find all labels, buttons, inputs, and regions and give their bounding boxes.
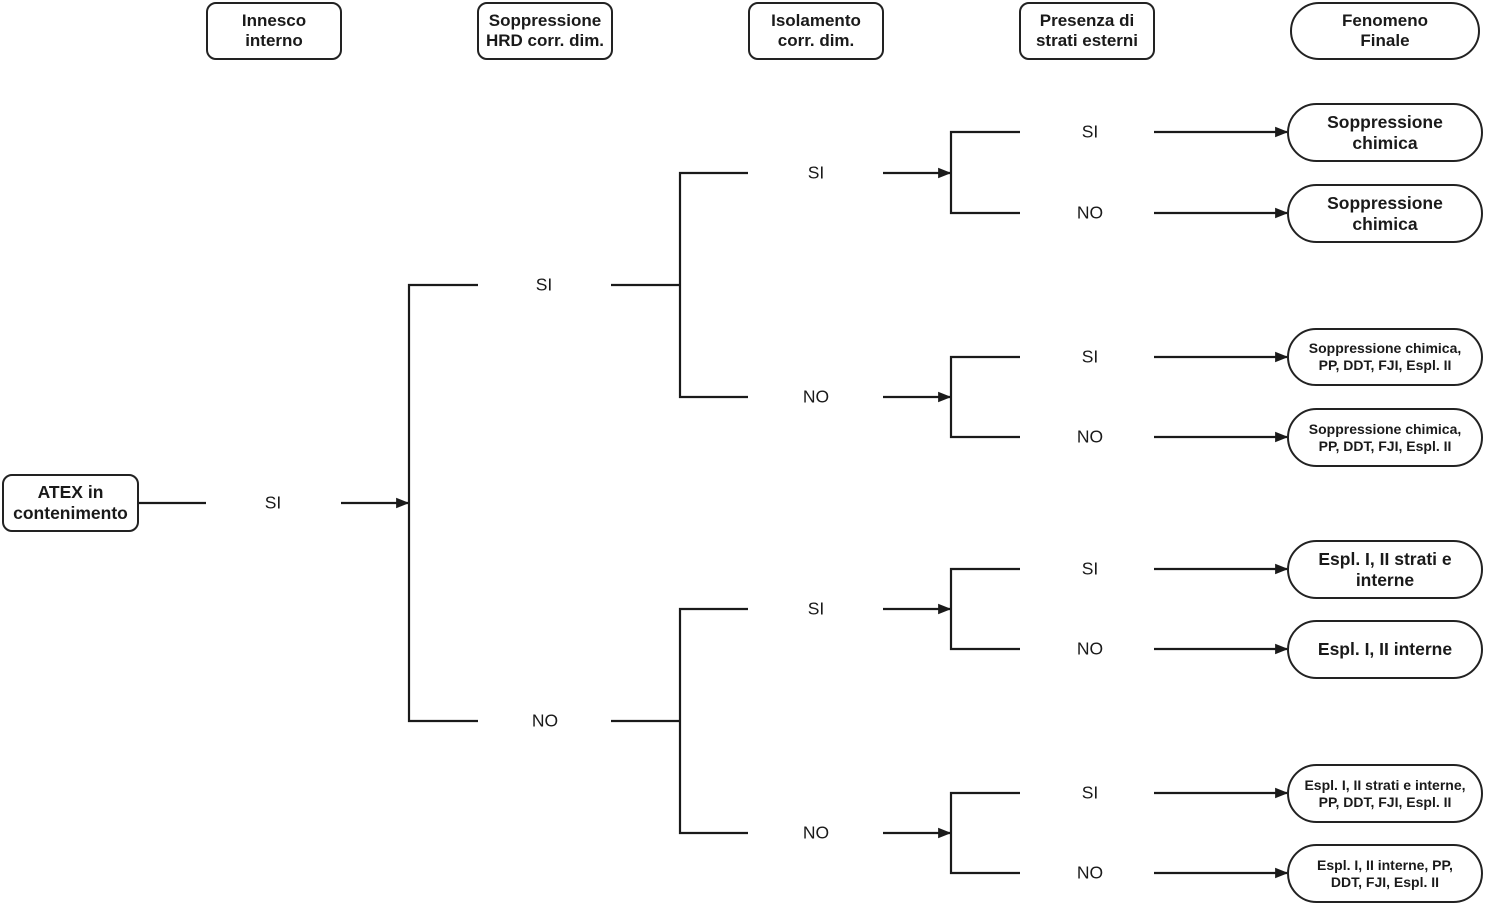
- outcome-node: Espl. I, II strati e interne, PP, DDT, F…: [1287, 764, 1483, 823]
- header-soppressione-hrd: Soppressione HRD corr. dim.: [477, 2, 613, 60]
- label-strati: SI: [1081, 782, 1099, 803]
- label-strati: NO: [1076, 202, 1104, 223]
- outcome-node: Soppressione chimica: [1287, 103, 1483, 162]
- bracket-strati: [949, 355, 1020, 439]
- label-strati: SI: [1081, 346, 1099, 367]
- label-strati: NO: [1076, 426, 1104, 447]
- header-innesco-interno: Innesco interno: [206, 2, 342, 60]
- bracket-iso-top: [678, 171, 748, 399]
- label-innesco-si: SI: [264, 492, 282, 513]
- bracket-hrd: [407, 283, 478, 723]
- bracket-strati: [949, 130, 1020, 215]
- bracket-strati: [949, 791, 1020, 875]
- outcome-node: Espl. I, II interne: [1287, 620, 1483, 679]
- outcome-node: Espl. I, II interne, PP, DDT, FJI, Espl.…: [1287, 844, 1483, 903]
- outcome-node: Espl. I, II strati e interne: [1287, 540, 1483, 599]
- header-strati-esterni: Presenza di strati esterni: [1019, 2, 1155, 60]
- bracket-iso-bottom: [678, 607, 748, 835]
- label-iso-si: SI: [807, 598, 825, 619]
- label-strati: SI: [1081, 558, 1099, 579]
- root-node-atex: ATEX in contenimento: [2, 474, 139, 532]
- label-iso-no: NO: [802, 386, 830, 407]
- outcome-node: Soppressione chimica, PP, DDT, FJI, Espl…: [1287, 408, 1483, 467]
- label-iso-si: SI: [807, 162, 825, 183]
- header-fenomeno-finale: Fenomeno Finale: [1290, 2, 1480, 60]
- bracket-strati: [949, 567, 1020, 651]
- label-strati: NO: [1076, 862, 1104, 883]
- outcome-node: Soppressione chimica, PP, DDT, FJI, Espl…: [1287, 328, 1483, 386]
- label-hrd-si: SI: [535, 274, 553, 295]
- outcome-node: Soppressione chimica: [1287, 184, 1483, 243]
- header-isolamento: Isolamento corr. dim.: [748, 2, 884, 60]
- label-strati: SI: [1081, 121, 1099, 142]
- label-iso-no: NO: [802, 822, 830, 843]
- label-strati: NO: [1076, 638, 1104, 659]
- label-hrd-no: NO: [531, 710, 559, 731]
